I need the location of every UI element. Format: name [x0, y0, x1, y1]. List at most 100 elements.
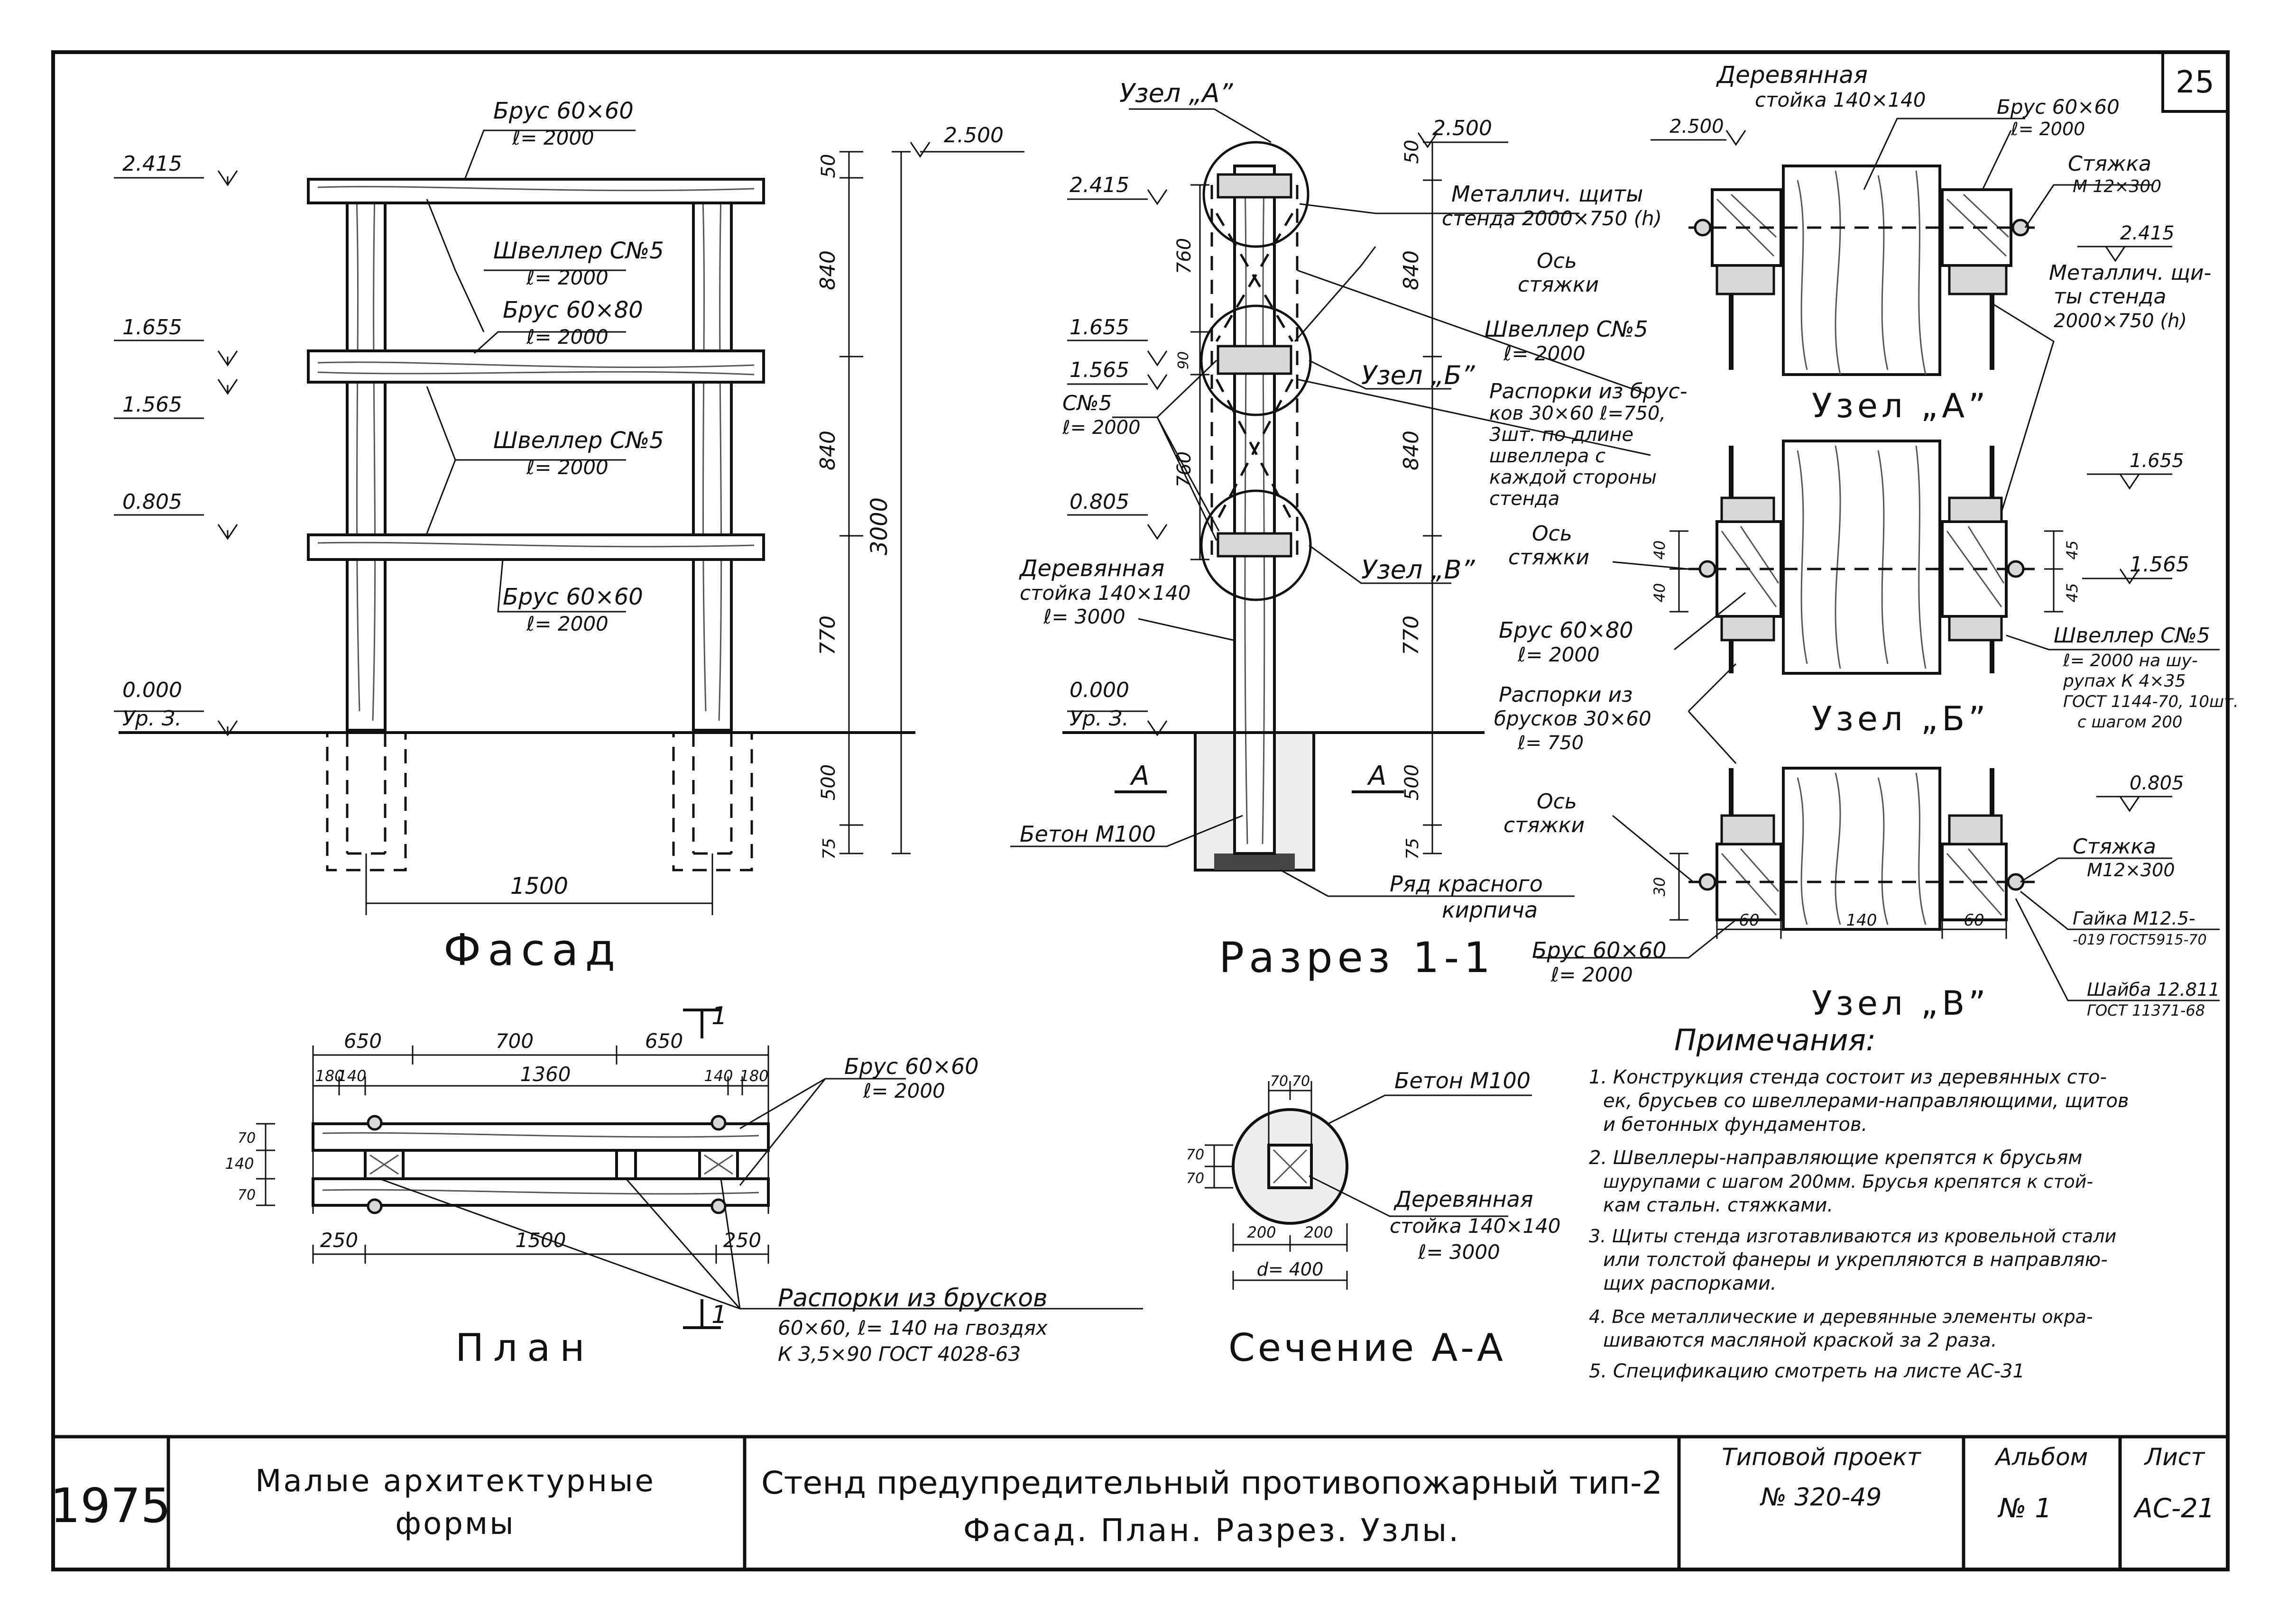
- plan-dim-70a: 70: [238, 1130, 256, 1147]
- section-label-spacers-1: Распорки из брус-: [1489, 379, 1688, 404]
- plan-spacer-mid: [615, 1149, 637, 1180]
- nodes-label-tie-2: М 12×300: [2073, 177, 2161, 196]
- section-label-channel: Швеллер С№5: [1485, 316, 1648, 342]
- section-label-brick-2: кирпича: [1442, 897, 1538, 923]
- sheet-frame: [51, 50, 2230, 1571]
- facade-foundation-right: [672, 731, 753, 872]
- facade-beam-top: [307, 178, 765, 204]
- facade-level-2415: 2.415: [122, 152, 182, 176]
- nodes-label-post-1: Деревянная: [1716, 61, 1868, 89]
- nodes-label-beam80: Брус 60×80: [1499, 617, 1633, 643]
- node-b-channel-bot-right: [1948, 615, 2003, 642]
- section-dim-770: 770: [1399, 615, 1423, 655]
- nodes-label-sp-2: брусков 30×60: [1494, 707, 1651, 730]
- sheet-number-box: [2161, 51, 2229, 113]
- nodes-label-axis-2: стяжки: [1508, 545, 1589, 569]
- nodes-level-1565: 1.565: [2130, 552, 2189, 577]
- plan-title: План: [455, 1326, 594, 1370]
- nodes-label-ch-2: ℓ= 2000 на шу-: [2063, 651, 2198, 670]
- notes-line-11: шиваются масляной краской за 2 раза.: [1603, 1330, 1997, 1351]
- title-album-name-2: формы: [395, 1506, 515, 1541]
- node-b-post: [1782, 440, 1941, 675]
- notes-line-1: 1. Конструкция стенда состоит из деревян…: [1589, 1066, 2107, 1088]
- node-v-channel-left: [1720, 814, 1775, 845]
- notes-line-3: и бетонных фундаментов.: [1603, 1114, 1867, 1136]
- section-label-post-3: ℓ= 3000: [1043, 605, 1125, 628]
- plan-label-beam-len: ℓ= 2000: [863, 1079, 945, 1102]
- nodes-level-0805: 0.805: [2130, 772, 2184, 794]
- title-project-label: Типовой проект: [1722, 1443, 1922, 1471]
- section-1-1: 2.415 2.500 1.655 1.565 0.805 0.000 Ур. …: [1010, 78, 1688, 982]
- nodes-dim-60a: 60: [1739, 911, 1759, 930]
- facade-label-beam-mid: Брус 60×80: [503, 297, 643, 323]
- section-aa-label-post-1: Деревянная: [1393, 1186, 1533, 1212]
- section-level-1655: 1.655: [1070, 315, 1129, 339]
- facade-level-1655: 1.655: [122, 315, 182, 339]
- nodes-label-axis-1: Ось: [1532, 522, 1572, 546]
- section-label-concrete: Бетон М100: [1020, 821, 1156, 847]
- section-dim-75: 75: [1403, 838, 1422, 860]
- nodes-label-beam80-len: ℓ= 2000: [1517, 643, 1600, 666]
- title-drawing-1: Стенд предупредительный противопожарный …: [761, 1465, 1662, 1501]
- section-label-shield-1: Металлич. щиты: [1451, 181, 1643, 207]
- facade-dim-770: 770: [816, 615, 840, 655]
- nodes-level-2500: 2.500: [1669, 116, 1724, 138]
- plan-dim-180b: 180: [739, 1067, 768, 1085]
- nodes-label-axis2-1: Ось: [1537, 789, 1577, 814]
- nodes-label-tie: Стяжка: [2068, 152, 2151, 176]
- title-album-name-1: Малые архитектурные: [255, 1464, 655, 1499]
- section-cut-a-right: А: [1367, 761, 1386, 791]
- title-sheet-code: АС-21: [2133, 1493, 2215, 1524]
- section-label-channel-len: ℓ= 2000: [1503, 342, 1586, 365]
- section-aa-dim-70d: 70: [1186, 1170, 1204, 1187]
- section-label-spacers-2: ков 30×60 ℓ=750,: [1489, 403, 1666, 424]
- nodes-dim-45a: 45: [2063, 541, 2081, 560]
- nodes-dim-40b: 40: [1651, 583, 1669, 603]
- notes-line-6: кам стальн. стяжками.: [1603, 1194, 1833, 1216]
- node-v-channel-right: [1948, 814, 2003, 845]
- facade-dim-1500: 1500: [510, 873, 568, 899]
- facade-dim-840a: 840: [816, 250, 840, 290]
- facade-ground-label: Ур. З.: [122, 706, 182, 731]
- nodes-dim-60b: 60: [1964, 911, 1984, 930]
- nodes-level-1655: 1.655: [2130, 450, 2184, 472]
- nodes-label-nut-2: -019 ГОСТ5915-70: [2073, 932, 2207, 948]
- plan-dim-650a: 650: [344, 1029, 382, 1053]
- node-b-channel-top-left: [1720, 496, 1775, 523]
- section-label-tie-1: Ось: [1537, 249, 1577, 273]
- facade-dim-50: 50: [818, 154, 839, 178]
- facade-beam-bottom: [307, 533, 765, 561]
- plan-dim-1360: 1360: [520, 1063, 571, 1086]
- facade-dim-500: 500: [818, 764, 839, 800]
- section-dim-50: 50: [1401, 140, 1423, 164]
- section-label-shield-2: стенда 2000×750 (h): [1442, 207, 1662, 230]
- section-dim-840b: 840: [1399, 431, 1423, 470]
- section-aa-label-concrete: Бетон М100: [1394, 1068, 1531, 1093]
- section-label-c5: С№5: [1062, 391, 1112, 415]
- title-year: 1975: [50, 1478, 171, 1533]
- plan-dim-250a: 250: [320, 1229, 358, 1252]
- plan-label-spacers-1: Распорки из брусков: [778, 1284, 1048, 1312]
- facade-title: Фасад: [443, 925, 622, 975]
- node-a-post: [1782, 165, 1941, 376]
- facade-foundation-left: [326, 731, 407, 872]
- section-label-spacers-4: швеллера с: [1489, 445, 1605, 467]
- plan-dim-650b: 650: [645, 1029, 683, 1053]
- notes-line-5: шурупами с шагом 200мм. Брусья крепятся …: [1603, 1171, 2093, 1192]
- section-dim-760a: 760: [1173, 238, 1195, 274]
- nodes-label-tie2-2: М12×300: [2087, 860, 2175, 881]
- notes-line-9: щих распорками.: [1603, 1273, 1777, 1294]
- nodes-label-shield-2: ты стенда: [2054, 284, 2166, 309]
- plan-dim-140a: 140: [337, 1067, 366, 1085]
- section-title: Разрез 1-1: [1219, 933, 1495, 982]
- section-aa-dim-70b: 70: [1292, 1073, 1310, 1090]
- section-node-a-circle: [1202, 141, 1310, 248]
- plan-dim-1500: 1500: [516, 1229, 566, 1252]
- plan-cut-bottom: 1: [711, 1301, 727, 1329]
- nodes-label-beam-bot: Брус 60×60: [1532, 937, 1667, 963]
- section-label-brick-1: Ряд красного: [1390, 871, 1543, 897]
- section-label-post-2: стойка 140×140: [1020, 581, 1191, 605]
- plan-dim-70b: 70: [238, 1187, 256, 1203]
- facade-dim-75: 75: [820, 838, 839, 860]
- nodes-label-axis2-2: стяжки: [1503, 813, 1585, 837]
